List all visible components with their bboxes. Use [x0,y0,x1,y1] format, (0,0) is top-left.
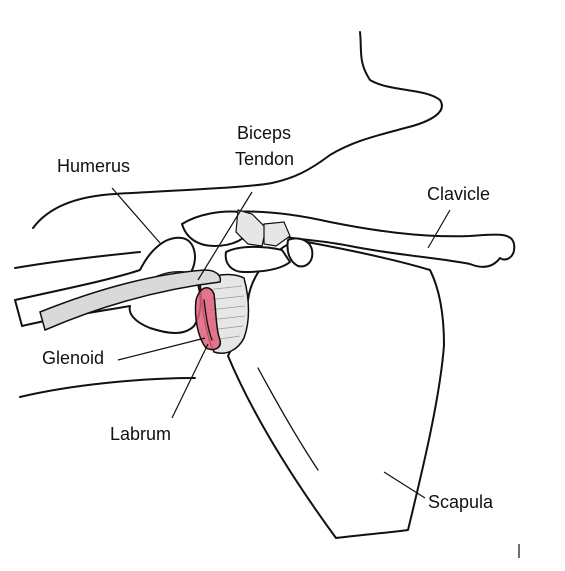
glenoid-leader [117,337,206,361]
coracoid-process [224,245,291,273]
humerus-leader [111,187,161,244]
biceps-tendon-leader [197,191,253,281]
skin-outline [32,31,443,229]
acromion-process [181,210,255,247]
label-clavicle: Clavicle [427,184,490,204]
label-humerus: Humerus [57,156,130,176]
label-scapula: Scapula [428,492,494,512]
labrum-tissue [194,287,222,351]
label-labrum: Labrum [110,424,171,444]
acromioclavicular-bump [286,237,314,268]
clavicle-leader [427,209,451,249]
label-biceps-line1: Biceps [237,123,291,143]
arm-outline-top [14,251,141,269]
biceps-tendon [39,269,222,332]
scapula-spine-line [257,367,319,471]
ac-joint-cartilage-2 [263,221,291,247]
scapula-bone [227,239,445,539]
label-biceps-line2: Tendon [235,149,294,169]
arm-outline-lower [19,377,196,398]
label-glenoid: Glenoid [42,348,104,368]
labrum-leader [171,343,209,419]
labrum-inner-line [203,299,213,341]
scapula-leader [383,471,426,499]
ac-joint-cartilage [235,209,267,247]
